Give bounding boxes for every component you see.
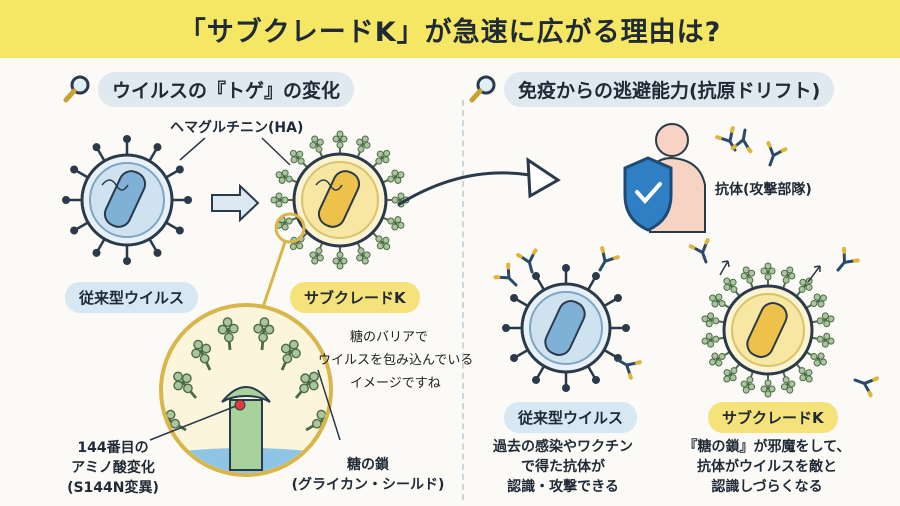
subclade-label: サブクレードK xyxy=(290,282,420,313)
arrow-right-icon xyxy=(211,183,260,223)
magnifier-icon xyxy=(469,75,496,103)
magnifier-icon xyxy=(63,75,90,103)
subclade-antibody-illustration xyxy=(688,238,879,398)
right-heading-text: 免疫からの逃避能力(抗原ドリフト) xyxy=(504,71,835,107)
old-virus-label: 従来型ウイルス xyxy=(65,282,199,313)
antibody-label: 抗体(攻撃部隊) xyxy=(715,182,812,198)
note-line-2: ウイルスを包み込んでいる xyxy=(318,353,474,368)
left-section-heading: ウイルスの『トゲ』の変化 xyxy=(62,71,355,107)
antibody-icon xyxy=(715,126,788,171)
note-line-3: イメージですね xyxy=(350,376,441,391)
title-banner: 「サブクレードK」が急速に広がる理由は? xyxy=(0,0,900,58)
right-subclade-label: サブクレードK xyxy=(708,402,838,433)
old-virus-antibody-illustration xyxy=(495,246,642,394)
shield-check-icon xyxy=(623,156,673,232)
old-virus-illustration xyxy=(60,133,194,267)
right-old-virus-label: 従来型ウイルス xyxy=(504,402,638,433)
ha-label: ヘマグルチニン(HA) xyxy=(170,120,304,136)
subclade-virus-illustration xyxy=(270,130,410,270)
mutation-label: 144番目の アミノ酸変化 (S144N変異) xyxy=(67,440,159,496)
right-section-heading: 免疫からの逃避能力(抗原ドリフト) xyxy=(468,71,835,107)
old-virus-description: 過去の感染やワクチン で得た抗体が 認識・攻撃できる xyxy=(493,439,633,495)
section-divider xyxy=(462,100,464,500)
left-heading-text: ウイルスの『トゲ』の変化 xyxy=(98,71,355,107)
page-title: 「サブクレードK」が急速に広がる理由は? xyxy=(178,16,722,48)
sugar-chain-label: 糖の鎖 (グライカン・シールド) xyxy=(291,457,445,493)
subclade-description: 『糖の鎖』が邪魔をして、 抗体がウイルスを敵と 認識しづらくなる xyxy=(683,439,851,495)
note-line-1: 糖のバリアで xyxy=(350,330,429,345)
